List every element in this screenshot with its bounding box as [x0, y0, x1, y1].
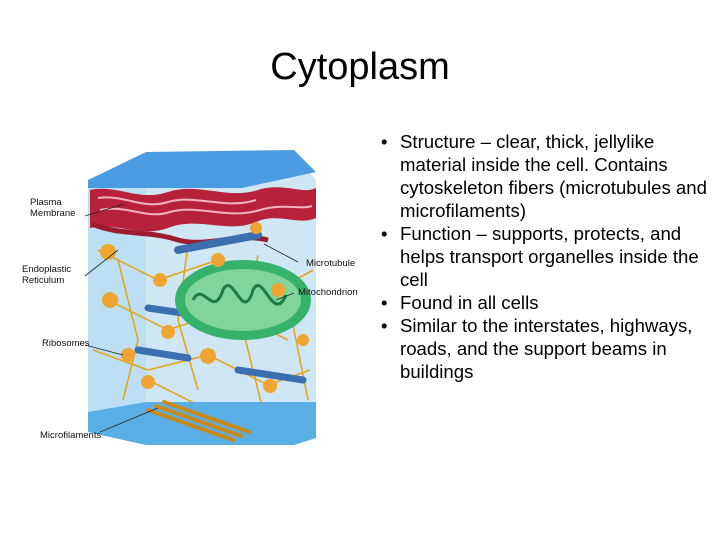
label-plasma-membrane-line1: Plasma: [30, 197, 62, 208]
cytoplasm-diagram: Plasma Membrane Endoplastic Reticulum Ri…: [22, 140, 362, 470]
cell-top-surface: [88, 150, 316, 188]
bullet-similar: Similar to the interstates, highways, ro…: [381, 314, 713, 383]
microfilament-bundle: [146, 400, 251, 442]
label-mitochondrion: Mitochondrion: [298, 287, 358, 298]
bullet-structure: Structure – clear, thick, jellylike mate…: [381, 130, 713, 222]
cytoplasm-illustration: [84, 150, 316, 445]
label-er-line2: Reticulum: [22, 275, 65, 286]
label-microtubule: Microtubule: [306, 258, 356, 269]
label-ribosomes: Ribosomes: [42, 338, 90, 349]
bullet-function: Function – supports, protects, and helps…: [381, 222, 713, 291]
label-endoplasmic-reticulum: Endoplastic Reticulum: [22, 264, 71, 286]
label-plasma-membrane: Plasma Membrane: [30, 197, 75, 219]
mitochondrion: [175, 260, 311, 340]
label-microfilaments: Microfilaments: [40, 430, 102, 441]
label-er-line1: Endoplastic: [22, 264, 72, 275]
label-leader-lines: [84, 203, 299, 433]
bullet-found: Found in all cells: [381, 291, 713, 314]
bullet-list: Structure – clear, thick, jellylike mate…: [381, 130, 713, 383]
slide-title: Cytoplasm: [270, 46, 450, 88]
label-plasma-membrane-line2: Membrane: [30, 208, 76, 219]
ribosomes: [100, 222, 309, 393]
